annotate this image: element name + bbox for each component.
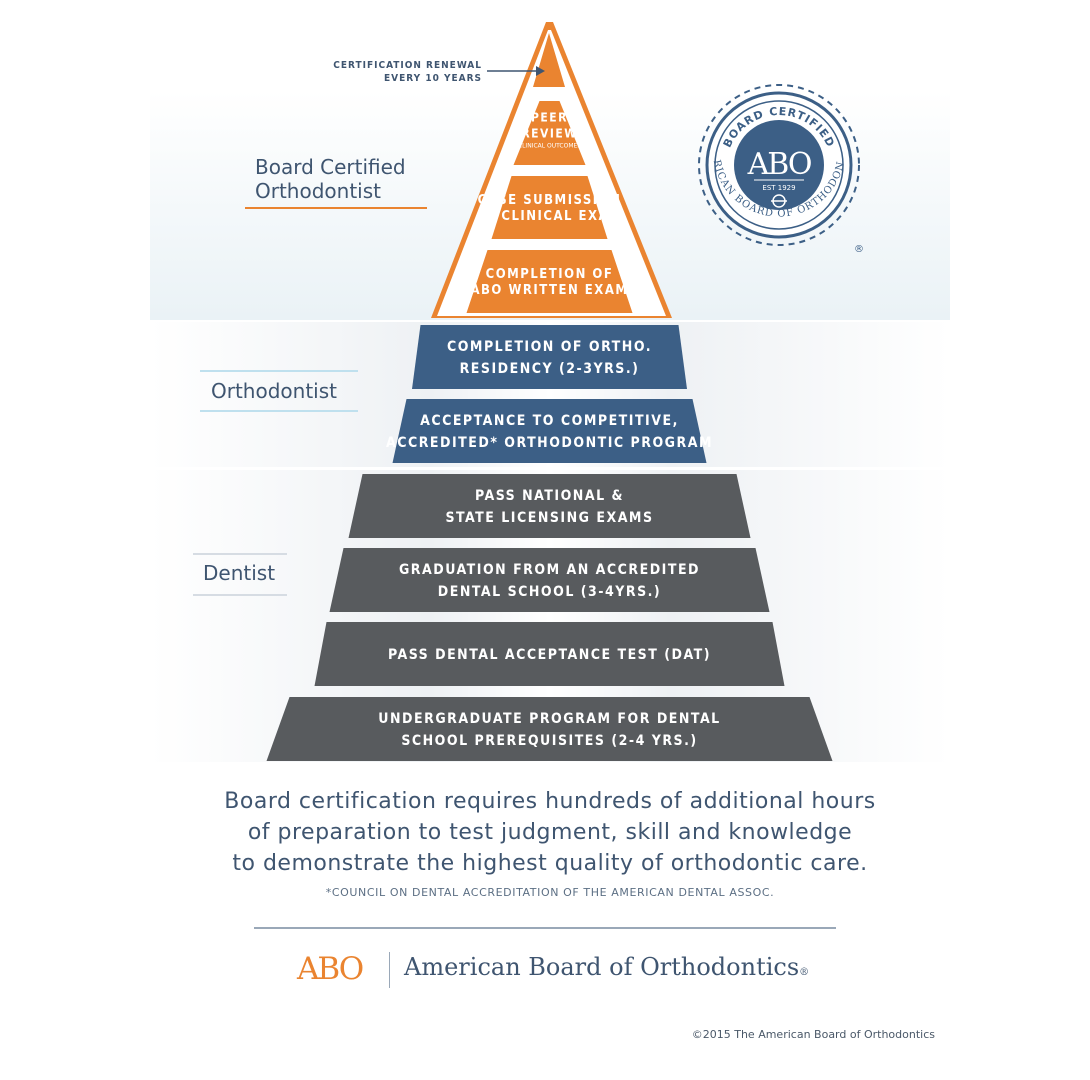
pyramid-level-2-text-2: AT CLINICAL EXAM: [477, 209, 622, 224]
seal-emblem-icon: [771, 194, 787, 208]
tier-label-dentist: Dentist: [203, 561, 276, 585]
seal-center-disc: [734, 120, 824, 210]
tier-underline-orthodontist: [200, 410, 358, 412]
tagline-line3: to demonstrate the highest quality of or…: [232, 851, 868, 876]
tier-label-board-certified-line1: Board Certified: [255, 155, 406, 179]
divider-rule: [254, 927, 836, 929]
tier-label-board-certified: Board Certified Orthodontist: [255, 155, 406, 203]
tagline-line2: of preparation to test judgment, skill a…: [247, 820, 853, 845]
pyramid-level-7-text-2: DENTAL SCHOOL (3-4YRS.): [438, 584, 661, 600]
pyramid-level-5-text-1: ACCEPTANCE TO COMPETITIVE,: [420, 413, 679, 429]
tier-overline-orthodontist: [200, 370, 358, 372]
abo-seal-logo: BOARD CERTIFIED AMERICAN BOARD OF ORTHOD…: [684, 82, 864, 255]
brand-logo-abbr: ABO: [297, 951, 364, 987]
copyright: ©2015 The American Board of Orthodontics: [691, 1028, 935, 1041]
tier-underline-dentist: [193, 594, 287, 596]
callout-line1: CERTIFICATION RENEWAL: [333, 60, 482, 71]
pyramid-level-7-text-1: GRADUATION FROM AN ACCREDITED: [399, 562, 700, 578]
tier-underline-board-certified: [245, 207, 427, 209]
pyramid-diagram: PEER REVIEW (CLINICAL OUTCOMES) CASE SUBMIS…: [150, 22, 950, 762]
renewal-callout: CERTIFICATION RENEWAL EVERY 10 YEARS: [310, 59, 482, 85]
callout-arrow-head: [536, 66, 545, 76]
seal-registered-mark: ®: [854, 244, 864, 255]
pyramid-level-3-text-2: ABO WRITTEN EXAM: [470, 283, 628, 298]
pyramid-level-1: [513, 101, 586, 165]
pyramid-level-3-text-1: COMPLETION OF: [486, 267, 614, 282]
pyramid-level-1-text-1: PEER: [531, 110, 568, 124]
pyramid-level-6-text-1: PASS NATIONAL &: [475, 488, 624, 504]
tier-label-orthodontist: Orthodontist: [211, 379, 337, 403]
pyramid-level-4-text-1: COMPLETION OF ORTHO.: [447, 339, 652, 355]
pyramid-level-7: [329, 548, 770, 612]
pyramid-level-2-text-1: CASE SUBMISSION: [478, 193, 622, 208]
pyramid-level-1-text-2: REVIEW: [521, 126, 577, 140]
tier-label-board-certified-line2: Orthodontist: [255, 179, 381, 203]
pyramid-level-2: [491, 176, 608, 239]
pyramid-level-8: [314, 622, 785, 686]
pyramid-level-4-text-2: RESIDENCY (2-3YRS.): [460, 361, 640, 377]
seal-est: EST 1929: [762, 184, 795, 192]
pyramid-level-9: [266, 697, 833, 761]
brand-separator: [389, 952, 390, 988]
brand-name: American Board of Orthodontics®: [404, 953, 809, 981]
tier-overline-dentist: [193, 553, 287, 555]
pyramid-level-9-text-2: SCHOOL PREREQUISITES (2-4 YRS.): [401, 733, 697, 749]
pyramid-level-1-subtext: (CLINICAL OUTCOMES): [516, 142, 584, 149]
pyramid-level-8-text-1: PASS DENTAL ACCEPTANCE TEST (DAT): [388, 647, 711, 663]
pyramid-level-6: [348, 474, 751, 538]
pyramid-inner-white: [437, 30, 666, 316]
tagline-line1: Board certification requires hundreds of…: [224, 789, 876, 814]
pyramid-level-5: [392, 399, 707, 463]
pyramid-level-4: [412, 325, 687, 389]
pyramid-level-3: [466, 250, 633, 313]
footnote: *COUNCIL ON DENTAL ACCREDITATION OF THE …: [325, 886, 775, 899]
callout-line2: EVERY 10 YEARS: [384, 73, 482, 84]
tagline: Board certification requires hundreds of…: [150, 786, 950, 879]
brand-registered-mark: ®: [799, 967, 810, 978]
seal-inner-ring: [714, 100, 844, 230]
pyramid-apex: [533, 33, 565, 87]
pyramid-level-5-text-2: ACCREDITED* ORTHODONTIC PROGRAM: [386, 435, 713, 451]
laurel-wreath: [698, 84, 860, 246]
pyramid-level-9-text-1: UNDERGRADUATE PROGRAM FOR DENTAL: [378, 711, 720, 727]
brand-name-text: American Board of Orthodontics: [404, 953, 800, 981]
pyramid-level-6-text-2: STATE LICENSING EXAMS: [445, 510, 653, 526]
seal-center-abbr: ABO: [747, 147, 811, 182]
